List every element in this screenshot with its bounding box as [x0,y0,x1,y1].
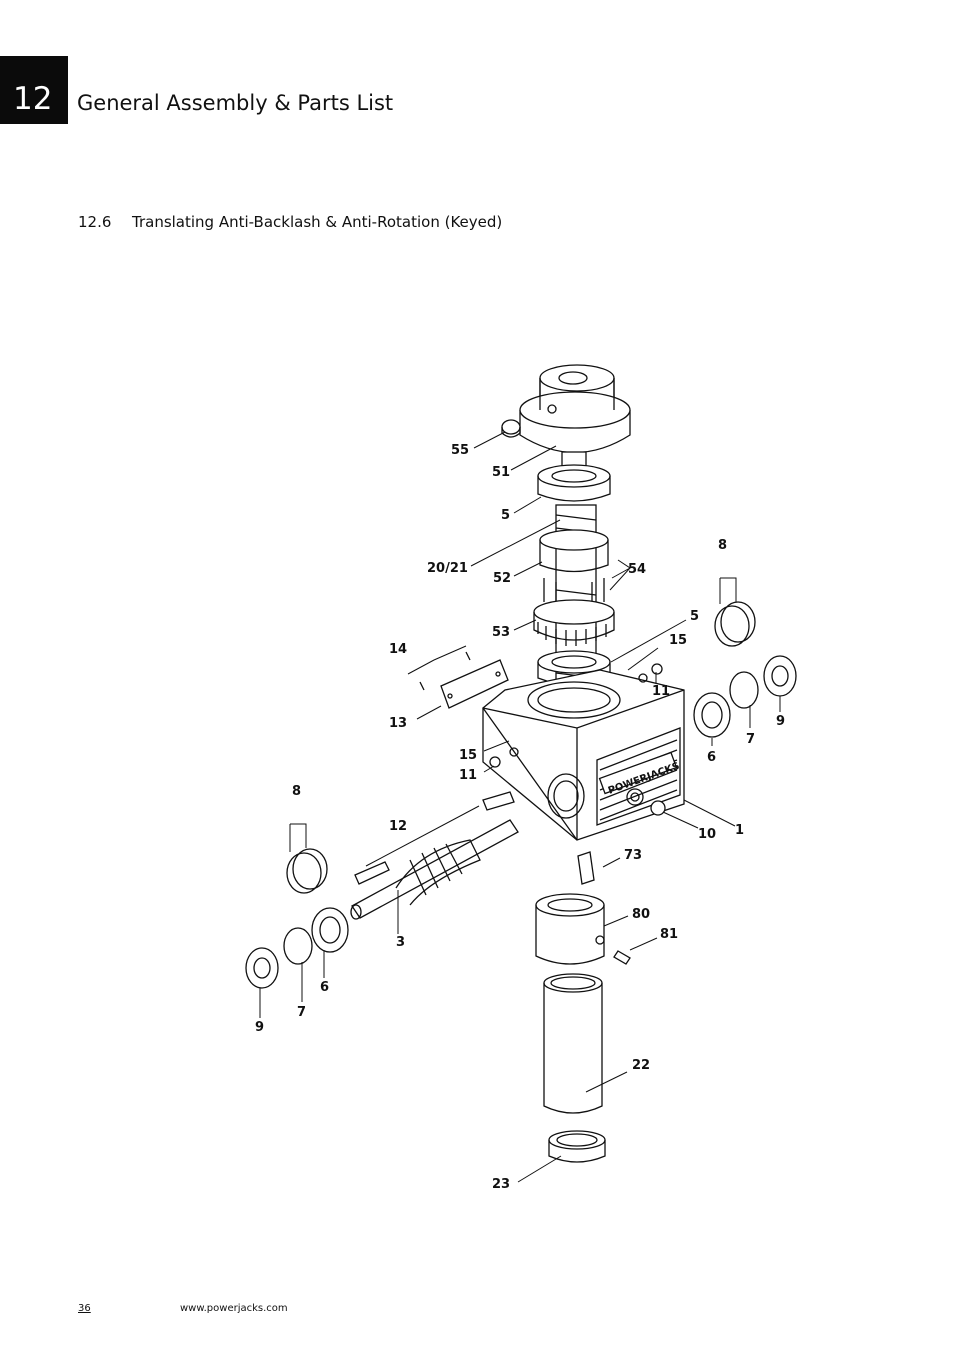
part-label-13: 13 [389,716,408,731]
right-bearing-group [650,601,797,816]
part-label-8-left: 8 [292,784,302,799]
worm-wheel [533,599,615,646]
left-bearing-group [245,848,349,989]
part-label-22: 22 [632,1058,651,1073]
nut-part [539,529,609,606]
part-label-6-right: 6 [707,750,717,765]
part-label-9-right: 9 [776,714,786,729]
part-label-11-left: 11 [459,768,478,783]
plug-part-small [651,663,663,675]
part-label-9-left: 9 [255,1020,265,1035]
gearbox-housing: POWERJACKS [482,669,685,841]
part-label-20-21: 20/21 [427,561,468,576]
part-label-51: 51 [492,465,511,480]
part-label-6-left: 6 [320,980,330,995]
protection-tube [543,973,603,1114]
end-cap [548,1130,606,1163]
part-label-3: 3 [396,935,406,950]
anti-rotation-key [577,851,595,885]
part-label-11-right: 11 [652,684,671,699]
grease-nipple [638,673,648,683]
part-label-73: 73 [624,848,643,863]
part-label-15-right: 15 [669,633,688,648]
part-label-23: 23 [492,1177,511,1192]
part-label-8-right: 8 [718,538,728,553]
upper-thrust-bearing [537,464,611,502]
lower-thrust-bearing [537,650,611,686]
plate-hole [447,693,453,699]
plug-part [501,419,521,438]
part-label-80: 80 [632,907,651,922]
part-label-14: 14 [389,642,408,657]
grease-nipple [509,747,519,757]
top-cap-part [519,364,631,454]
part-label-52: 52 [493,571,512,586]
section-title: Translating Anti-Backlash & Anti-Rotatio… [132,213,503,231]
chapter-title: General Assembly & Parts List [77,91,394,115]
plug-part-small [489,756,501,768]
part-label-15-left: 15 [459,748,478,763]
part-label-81: 81 [660,927,679,942]
page-number: 36 [78,1303,91,1314]
chapter-number-box [0,56,68,124]
part-label-7-left: 7 [297,1005,307,1020]
part-label-54: 54 [628,562,647,577]
section-number: 12.6 [78,213,112,231]
chapter-number: 12 [13,81,53,117]
part-label-1: 1 [735,823,745,838]
leader-lines [259,431,781,1183]
cap-screw [613,950,631,965]
part-label-53: 53 [492,625,511,640]
part-label-5-upper: 5 [501,508,511,523]
part-label-5-lower: 5 [690,609,700,624]
part-label-55: 55 [451,443,470,458]
key-part-2 [482,791,515,811]
plate-hole [495,671,501,677]
footer-url[interactable]: www.powerjacks.com [180,1303,288,1314]
part-label-12: 12 [389,819,408,834]
drive-screws [419,651,471,691]
key-part [354,861,390,885]
nameplate-part [440,659,509,709]
worm-shaft [350,819,519,920]
part-label-10: 10 [698,827,717,842]
part-label-7-right: 7 [746,732,756,747]
guide-housing [535,893,605,965]
